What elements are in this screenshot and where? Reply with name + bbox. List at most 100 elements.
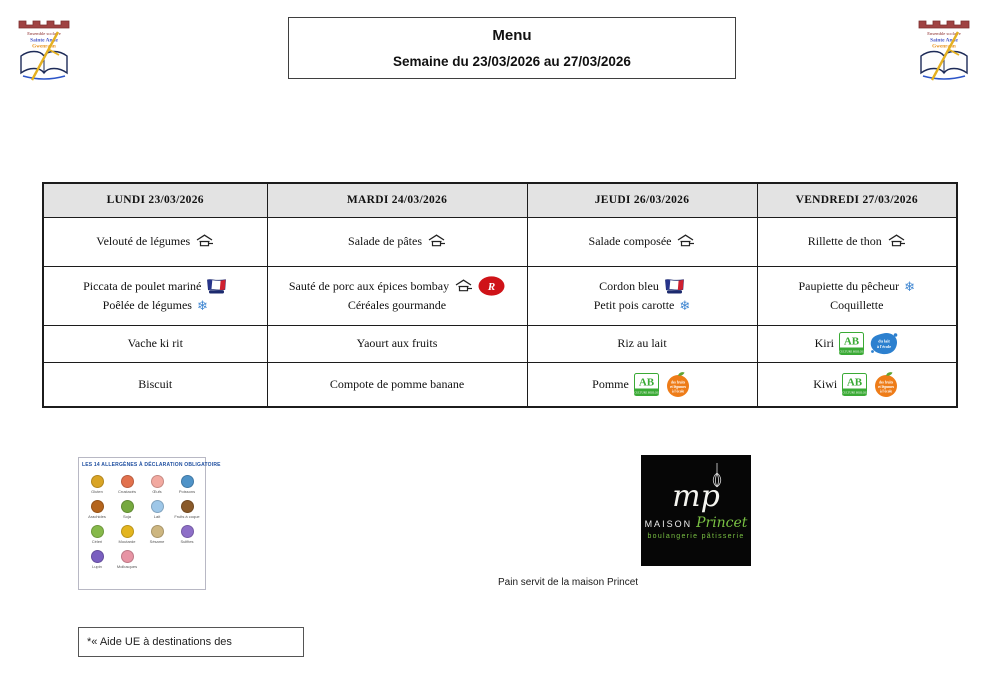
princet-brand-line: MAISON Princet bbox=[645, 515, 748, 531]
svg-text:du lait: du lait bbox=[878, 338, 890, 343]
menu-cell: Riz au lait bbox=[526, 324, 758, 363]
svg-text:à l'école: à l'école bbox=[877, 344, 891, 349]
menu-cell: Yaourt aux fruits bbox=[266, 324, 528, 363]
svg-text:AGRICULTURE BIOLOGIQUE: AGRICULTURE BIOLOGIQUE bbox=[839, 350, 864, 354]
allergen-sesame-icon: Sésame bbox=[142, 525, 172, 544]
menu-cell: Vache ki rit bbox=[42, 324, 268, 363]
princet-logo: mp MAISON Princet boulangerie pâtisserie bbox=[641, 455, 751, 566]
dish-label: Yaourt aux fruits bbox=[356, 336, 438, 350]
fait-maison-icon bbox=[676, 234, 695, 249]
menu-col-header: MARDI 24/03/2026 bbox=[266, 182, 528, 218]
princet-tagline: boulangerie pâtisserie bbox=[647, 533, 745, 540]
bread-caption: Pain servit de la maison Princet bbox=[498, 577, 639, 588]
snowflake-icon: ❄ bbox=[196, 297, 208, 313]
dish-label: Kiri bbox=[814, 336, 834, 350]
menu-col-header: JEUDI 26/03/2026 bbox=[526, 182, 758, 218]
page-title: Menu bbox=[492, 27, 532, 45]
dish-label: Coquillette bbox=[830, 297, 884, 312]
school-logo-line3: Gwenrann bbox=[32, 44, 56, 50]
menu-row-laitages: Vache ki rit Yaourt aux fruits Riz au lait… bbox=[42, 324, 958, 363]
svg-text:AB: AB bbox=[844, 336, 860, 348]
svg-text:AGRICULTURE BIOLOGIQUE: AGRICULTURE BIOLOGIQUE bbox=[842, 390, 867, 394]
allergen-moutarde-icon: Moutarde bbox=[112, 525, 142, 544]
allergen-fruits-a-coque-icon: Fruits à coque bbox=[172, 500, 202, 519]
dish-label: Biscuit bbox=[138, 376, 173, 391]
dish-label: Céréales gourmande bbox=[347, 298, 447, 312]
fait-maison-icon bbox=[887, 234, 906, 249]
ab-bio-icon: AB AGRICULTURE BIOLOGIQUE bbox=[838, 332, 864, 355]
menu-cell: Salade composée bbox=[526, 216, 758, 267]
allergens-panel: LES 14 ALLERGÈNES À DÉCLARATION OBLIGATO… bbox=[78, 457, 221, 590]
allergen-lupin-icon: Lupin bbox=[82, 550, 112, 569]
fait-maison-icon bbox=[454, 278, 473, 294]
svg-text:à l'école: à l'école bbox=[880, 389, 893, 393]
menu-cell: Velouté de légumes bbox=[42, 216, 268, 267]
ab-bio-icon: AB AGRICULTURE BIOLOGIQUE bbox=[842, 372, 868, 396]
svg-text:AB: AB bbox=[639, 376, 655, 388]
school-logo-right: Ensemble scolaire Sainte Anne Gwenrann bbox=[918, 20, 970, 81]
crest-swoosh bbox=[922, 75, 966, 80]
dish-label: Poêlée de légumes bbox=[102, 297, 192, 312]
week-subtitle: Semaine du 23/03/2026 au 27/03/2026 bbox=[393, 53, 631, 69]
sword-guard bbox=[47, 48, 60, 56]
princet-brand: MAISON bbox=[644, 519, 693, 529]
menu-col-header: LUNDI 23/03/2026 bbox=[42, 182, 268, 218]
footnote-box: *« Aide UE à destinations des bbox=[78, 627, 304, 657]
allergen-sulfites-icon: Sulfites bbox=[172, 525, 202, 544]
dish-label: Petit pois carotte bbox=[593, 297, 675, 312]
allergen-mollusques-icon: Mollusques bbox=[112, 550, 142, 569]
menu-cell: Paupiette du pêcheur ❄ Coquillette bbox=[756, 265, 958, 326]
dish-label: Salade composée bbox=[588, 234, 672, 248]
dish-label: Pomme bbox=[592, 376, 629, 391]
dish-label: Cordon bleu bbox=[599, 278, 659, 293]
ab-bio-icon: ABAGRICULTURE BIOLOGIQUE bbox=[633, 372, 659, 396]
snowflake-icon: ❄ bbox=[904, 278, 916, 294]
menu-cell: Kiwi AB AGRICULTURE BIOLOGIQUE des fruitset… bbox=[756, 361, 958, 408]
sword-icon bbox=[30, 31, 60, 81]
sword-icon bbox=[930, 31, 960, 81]
svg-text:à l'école: à l'école bbox=[672, 389, 685, 393]
svg-text:R: R bbox=[487, 281, 495, 293]
dish-label: Paupiette du pêcheur bbox=[798, 278, 900, 293]
viande-francaise-icon bbox=[664, 278, 685, 294]
allergens-title: LES 14 ALLERGÈNES À DÉCLARATION OBLIGATO… bbox=[82, 462, 221, 468]
school-logo-line2: Sainte Anne bbox=[30, 38, 58, 44]
menu-title-box: Menu Semaine du 23/03/2026 au 27/03/2026 bbox=[288, 17, 736, 79]
crest-swoosh bbox=[22, 75, 66, 80]
school-logo-line1: Ensemble scolaire bbox=[27, 31, 61, 36]
dish-label: Piccata de poulet mariné bbox=[83, 278, 202, 293]
svg-text:des fruits: des fruits bbox=[671, 380, 686, 384]
dish-label: Kiwi bbox=[813, 376, 838, 391]
sword-guard bbox=[947, 48, 960, 56]
whisk-icon bbox=[712, 463, 722, 488]
allergen-crustaces-icon: Crustacés bbox=[112, 475, 142, 494]
allergen-arachides-icon: Arachides bbox=[82, 500, 112, 519]
footnote-text: *« Aide UE à destinations des bbox=[87, 636, 232, 648]
princet-brand-script: Princet bbox=[696, 515, 748, 531]
menu-cell: Rillette de thon bbox=[756, 216, 958, 267]
crest-battlement-icon bbox=[918, 20, 970, 29]
allergen-oeufs-icon: Œufs bbox=[142, 475, 172, 494]
menu-cell: Pomme ABAGRICULTURE BIOLOGIQUEdes fruitse… bbox=[526, 361, 758, 408]
fait-maison-icon bbox=[195, 234, 214, 249]
school-logo-line2: Sainte Anne bbox=[930, 38, 958, 44]
allergen-soja-icon: Soja bbox=[112, 500, 142, 519]
allergen-gluten-icon: Gluten bbox=[82, 475, 112, 494]
label-rouge-icon: R bbox=[478, 276, 505, 296]
dish-label: Salade de pâtes bbox=[348, 234, 422, 248]
svg-text:AB: AB bbox=[847, 376, 863, 388]
svg-text:et légumes: et légumes bbox=[878, 385, 895, 389]
svg-text:des fruits: des fruits bbox=[879, 380, 894, 384]
menu-cell: Compote de pomme banane bbox=[266, 361, 528, 408]
school-logo-line1: Ensemble scolaire bbox=[927, 31, 961, 36]
